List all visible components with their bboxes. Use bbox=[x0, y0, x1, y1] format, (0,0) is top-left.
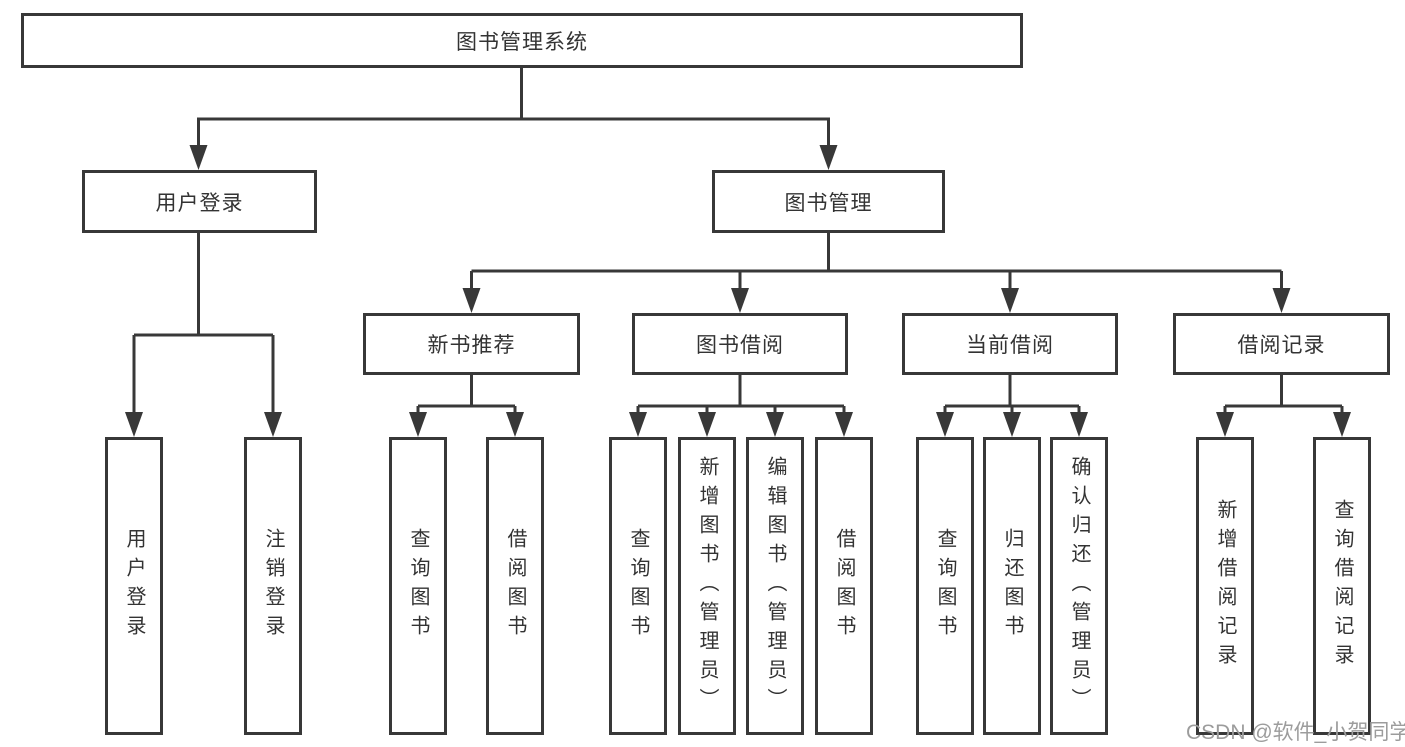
node-leaf-cb-query-books: 查询图书 bbox=[916, 437, 974, 735]
node-current-borrowing: 当前借阅 bbox=[902, 313, 1118, 375]
node-leaf-nbr-query-books: 查询图书 bbox=[389, 437, 447, 735]
node-new-book-recommend: 新书推荐 bbox=[363, 313, 580, 375]
node-leaf-nbr-borrow-books: 借阅图书 bbox=[486, 437, 544, 735]
node-leaf-cb-return-books: 归还图书 bbox=[983, 437, 1041, 735]
node-leaf-bb-borrow-books: 借阅图书 bbox=[815, 437, 873, 735]
node-user-login: 用户登录 bbox=[82, 170, 317, 233]
node-borrowing-records: 借阅记录 bbox=[1173, 313, 1390, 375]
node-leaf-br-query-record: 查询借阅记录 bbox=[1313, 437, 1371, 735]
node-leaf-bb-query-books: 查询图书 bbox=[609, 437, 667, 735]
node-leaf-logout: 注销登录 bbox=[244, 437, 302, 735]
node-leaf-user-login: 用户登录 bbox=[105, 437, 163, 735]
node-leaf-bb-edit-books-admin: 编辑图书（管理员） bbox=[746, 437, 804, 735]
node-book-management: 图书管理 bbox=[712, 170, 945, 233]
node-leaf-br-add-record: 新增借阅记录 bbox=[1196, 437, 1254, 735]
node-leaf-cb-confirm-return-admin: 确认归还（管理员） bbox=[1050, 437, 1108, 735]
node-leaf-bb-add-books-admin: 新增图书（管理员） bbox=[678, 437, 736, 735]
csdn-watermark: CSDN @软件_小贺同学 bbox=[1186, 721, 1405, 744]
node-root-system: 图书管理系统 bbox=[21, 13, 1023, 68]
node-book-borrowing: 图书借阅 bbox=[632, 313, 848, 375]
